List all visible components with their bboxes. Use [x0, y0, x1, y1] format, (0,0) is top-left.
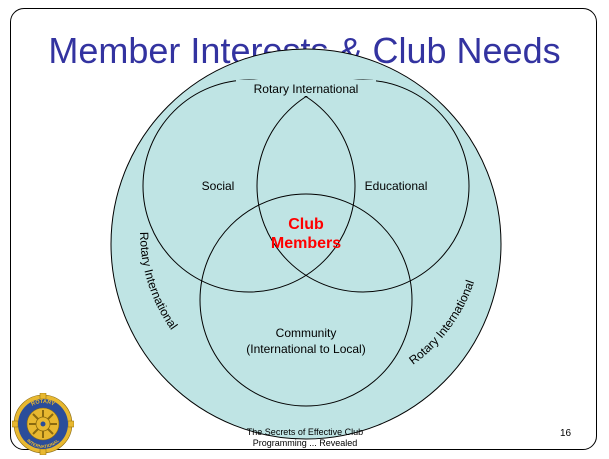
- top-label-box: [236, 80, 376, 96]
- center-label-club: Club: [288, 216, 324, 233]
- footer-line2: Programming ... Revealed: [252, 438, 358, 448]
- community-circle: [199, 193, 413, 407]
- community-label: Community: [276, 326, 337, 340]
- outer-label-top: Rotary International: [254, 82, 359, 96]
- logo-ring-text-top: ROTARY: [30, 399, 55, 408]
- footer-text: The Secrets of Effective Club Programmin…: [210, 427, 400, 449]
- rotary-wheel-icon: ROTARY INTERNATIONAL: [12, 393, 74, 455]
- social-label: Social: [202, 179, 235, 193]
- center-label-members: Members: [271, 235, 341, 252]
- page-number: 16: [560, 428, 572, 439]
- footer-line1: The Secrets of Effective Club: [246, 427, 364, 437]
- svg-text:ROTARY: ROTARY: [30, 399, 55, 408]
- educational-label: Educational: [365, 179, 428, 193]
- community-sublabel: (International to Local): [246, 342, 365, 356]
